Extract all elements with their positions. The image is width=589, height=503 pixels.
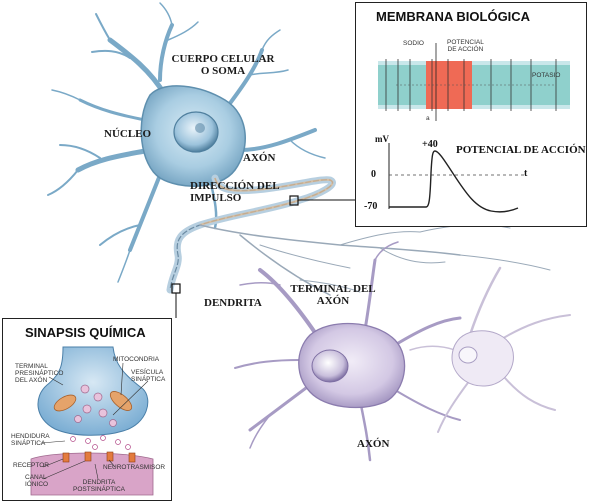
synapse-title: SINAPSIS QUÍMICA <box>25 325 146 340</box>
graph-y-unit: mV <box>375 134 389 144</box>
main-nucleus <box>173 111 219 153</box>
mitochondrion <box>109 391 133 411</box>
second-soma <box>298 322 406 409</box>
graph-t: t <box>524 168 528 179</box>
label-axon-bottom: AXÓN <box>357 438 390 450</box>
label-cuerpo-celular: CUERPO CELULAR O SOMA <box>171 53 275 77</box>
synapse-neurotrasmisor: NEUROTRASMISOR <box>103 464 166 471</box>
synapse-diagram <box>30 346 154 496</box>
membrane-sodio: SODIO <box>403 40 424 47</box>
label-dendrita: DENDRITA <box>204 297 262 309</box>
synapse-canal: CANAL IÓNICO <box>25 474 49 488</box>
receptors <box>62 451 136 463</box>
synapse-mitocondria: MITOCONDRIA <box>113 356 160 363</box>
membrane-potasio: POTASIO <box>532 72 561 79</box>
synapse-dendrita-post: DENDRITA POSTSINÁPTICA <box>73 479 126 493</box>
second-neuron-dendrites <box>234 241 462 462</box>
membrane-title: MEMBRANA BIOLÓGICA <box>376 9 531 24</box>
membrane-a: a <box>426 115 430 122</box>
graph-title: POTENCIAL DE ACCIÓN <box>456 144 586 156</box>
synapse-terminal: TERMINAL PRESINÁPTICO DEL AXÓN <box>15 363 64 384</box>
synapse-inset: SINAPSIS QUÍMICA <box>2 318 172 501</box>
graph-rest: -70 <box>364 201 378 212</box>
vesicles <box>74 384 117 427</box>
membrane-potencial-small: POTENCIAL DE ACCIÓN <box>447 39 484 53</box>
label-axon: AXÓN <box>243 152 276 164</box>
presynaptic-terminal <box>37 346 149 436</box>
membrane-diagram <box>378 43 570 213</box>
label-nucleo: NÚCLEO <box>104 128 152 140</box>
third-soma <box>451 330 514 387</box>
label-terminal-axon: TERMINAL DEL AXÓN <box>290 283 376 307</box>
synapse-vesicula: VESÍCULA SINÁPTICA <box>131 369 166 383</box>
label-direccion-impulso: DIRECCIÓN DEL IMPULSO <box>190 180 280 204</box>
action-potential-curve <box>389 150 519 213</box>
second-nucleus <box>311 349 349 383</box>
neurotransmitters <box>70 435 131 450</box>
graph-zero: 0 <box>371 169 376 180</box>
third-neuron-dendrites <box>409 266 571 433</box>
synapse-receptor: RECEPTOR <box>13 462 49 469</box>
synapse-hendidura: HENDIDURA SINÁPTICA <box>11 433 50 447</box>
mitochondrion <box>53 394 77 412</box>
graph-peak: +40 <box>422 139 438 150</box>
membrane-inset: MEMBRANA BIOLÓGICA SODIO POTE <box>355 2 587 227</box>
